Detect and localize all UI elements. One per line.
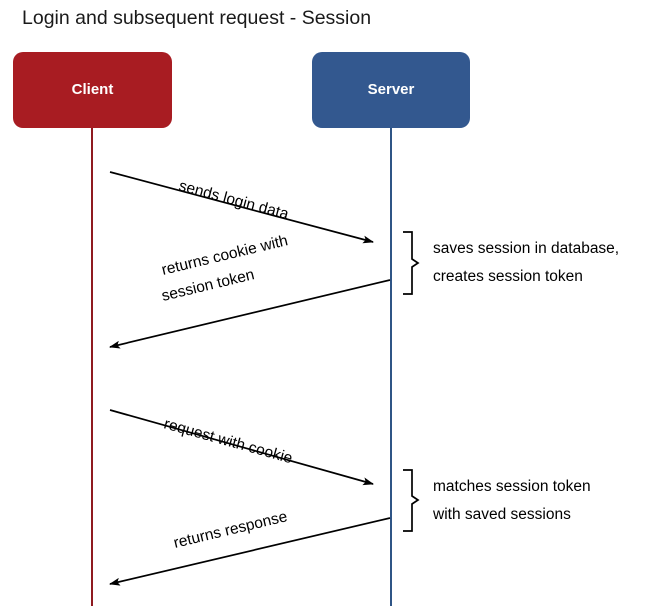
note-label-2-line2: with saved sessions	[432, 506, 571, 523]
message-arrow-2	[109, 279, 391, 349]
actor-client[interactable]: Client	[13, 52, 172, 128]
message-label-3: request with cookie	[162, 415, 294, 467]
actor-server[interactable]: Server	[312, 52, 470, 128]
curly-brace-icon-1	[403, 231, 420, 295]
curly-brace-icon-2	[403, 469, 420, 532]
actor-server-box	[312, 52, 470, 128]
note-label-2-line1: matches session token	[433, 478, 591, 495]
note-matches-session: matches session token with saved session…	[403, 469, 591, 532]
note-label-1-line1: saves session in database,	[433, 240, 619, 257]
message-request-with-cookie: request with cookie	[109, 409, 374, 486]
actor-client-label: Client	[72, 81, 114, 98]
page-title: Login and subsequent request - Session	[22, 7, 371, 29]
message-sends-login-data: sends login data	[109, 171, 374, 244]
note-label-1-line2: creates session token	[433, 268, 583, 285]
message-arrow-4	[109, 517, 391, 586]
message-label-1: sends login data	[177, 177, 291, 223]
message-returns-cookie: returns cookie with session token	[109, 232, 391, 349]
note-saves-session: saves session in database, creates sessi…	[403, 231, 619, 295]
message-arrow-1	[109, 171, 374, 244]
message-arrow-3	[109, 409, 374, 486]
message-returns-response: returns response	[109, 508, 391, 586]
actor-client-box	[13, 52, 172, 128]
actor-server-label: Server	[368, 81, 415, 98]
